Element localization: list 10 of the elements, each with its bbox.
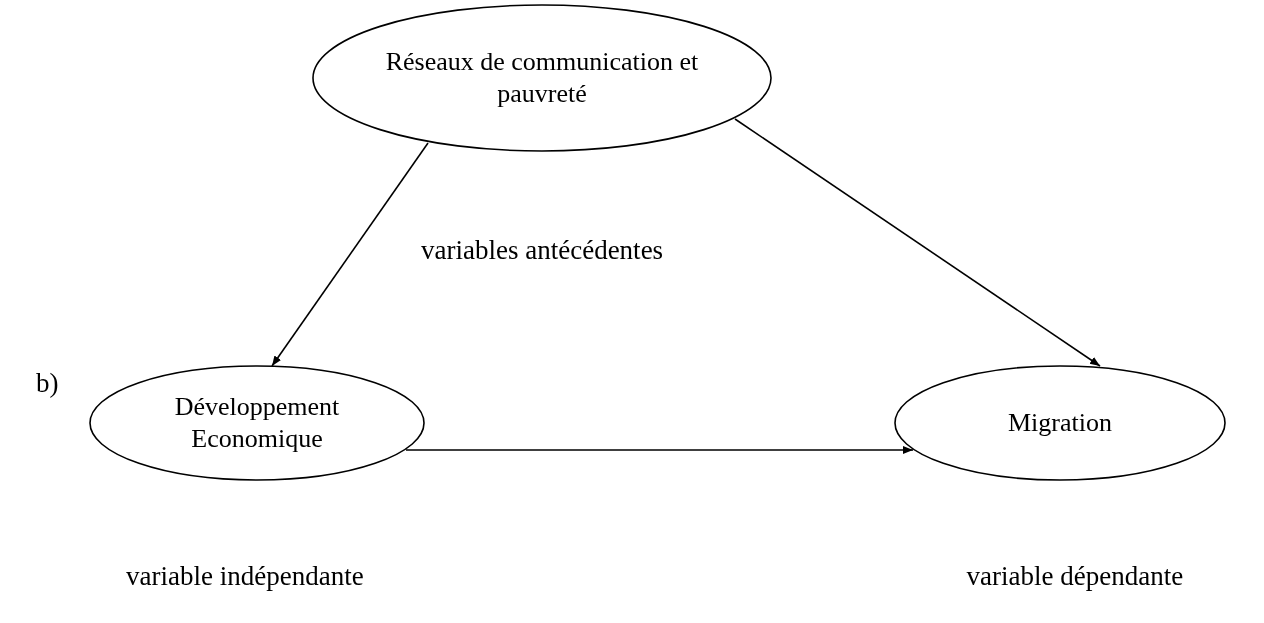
variable-caption: variables antécédentes: [421, 235, 664, 266]
arrow: [271, 142, 429, 367]
node-label: Réseaux de communication et pauvreté: [384, 45, 700, 110]
panel-label: b): [36, 368, 59, 399]
arrow: [734, 118, 1101, 367]
arrow: [405, 446, 914, 454]
variable-caption: variable dépendante: [966, 561, 1184, 592]
node-label: Migration: [1008, 406, 1112, 439]
variable-caption: variable indépendante: [126, 561, 364, 592]
node-label: Développement Economique: [173, 390, 341, 455]
